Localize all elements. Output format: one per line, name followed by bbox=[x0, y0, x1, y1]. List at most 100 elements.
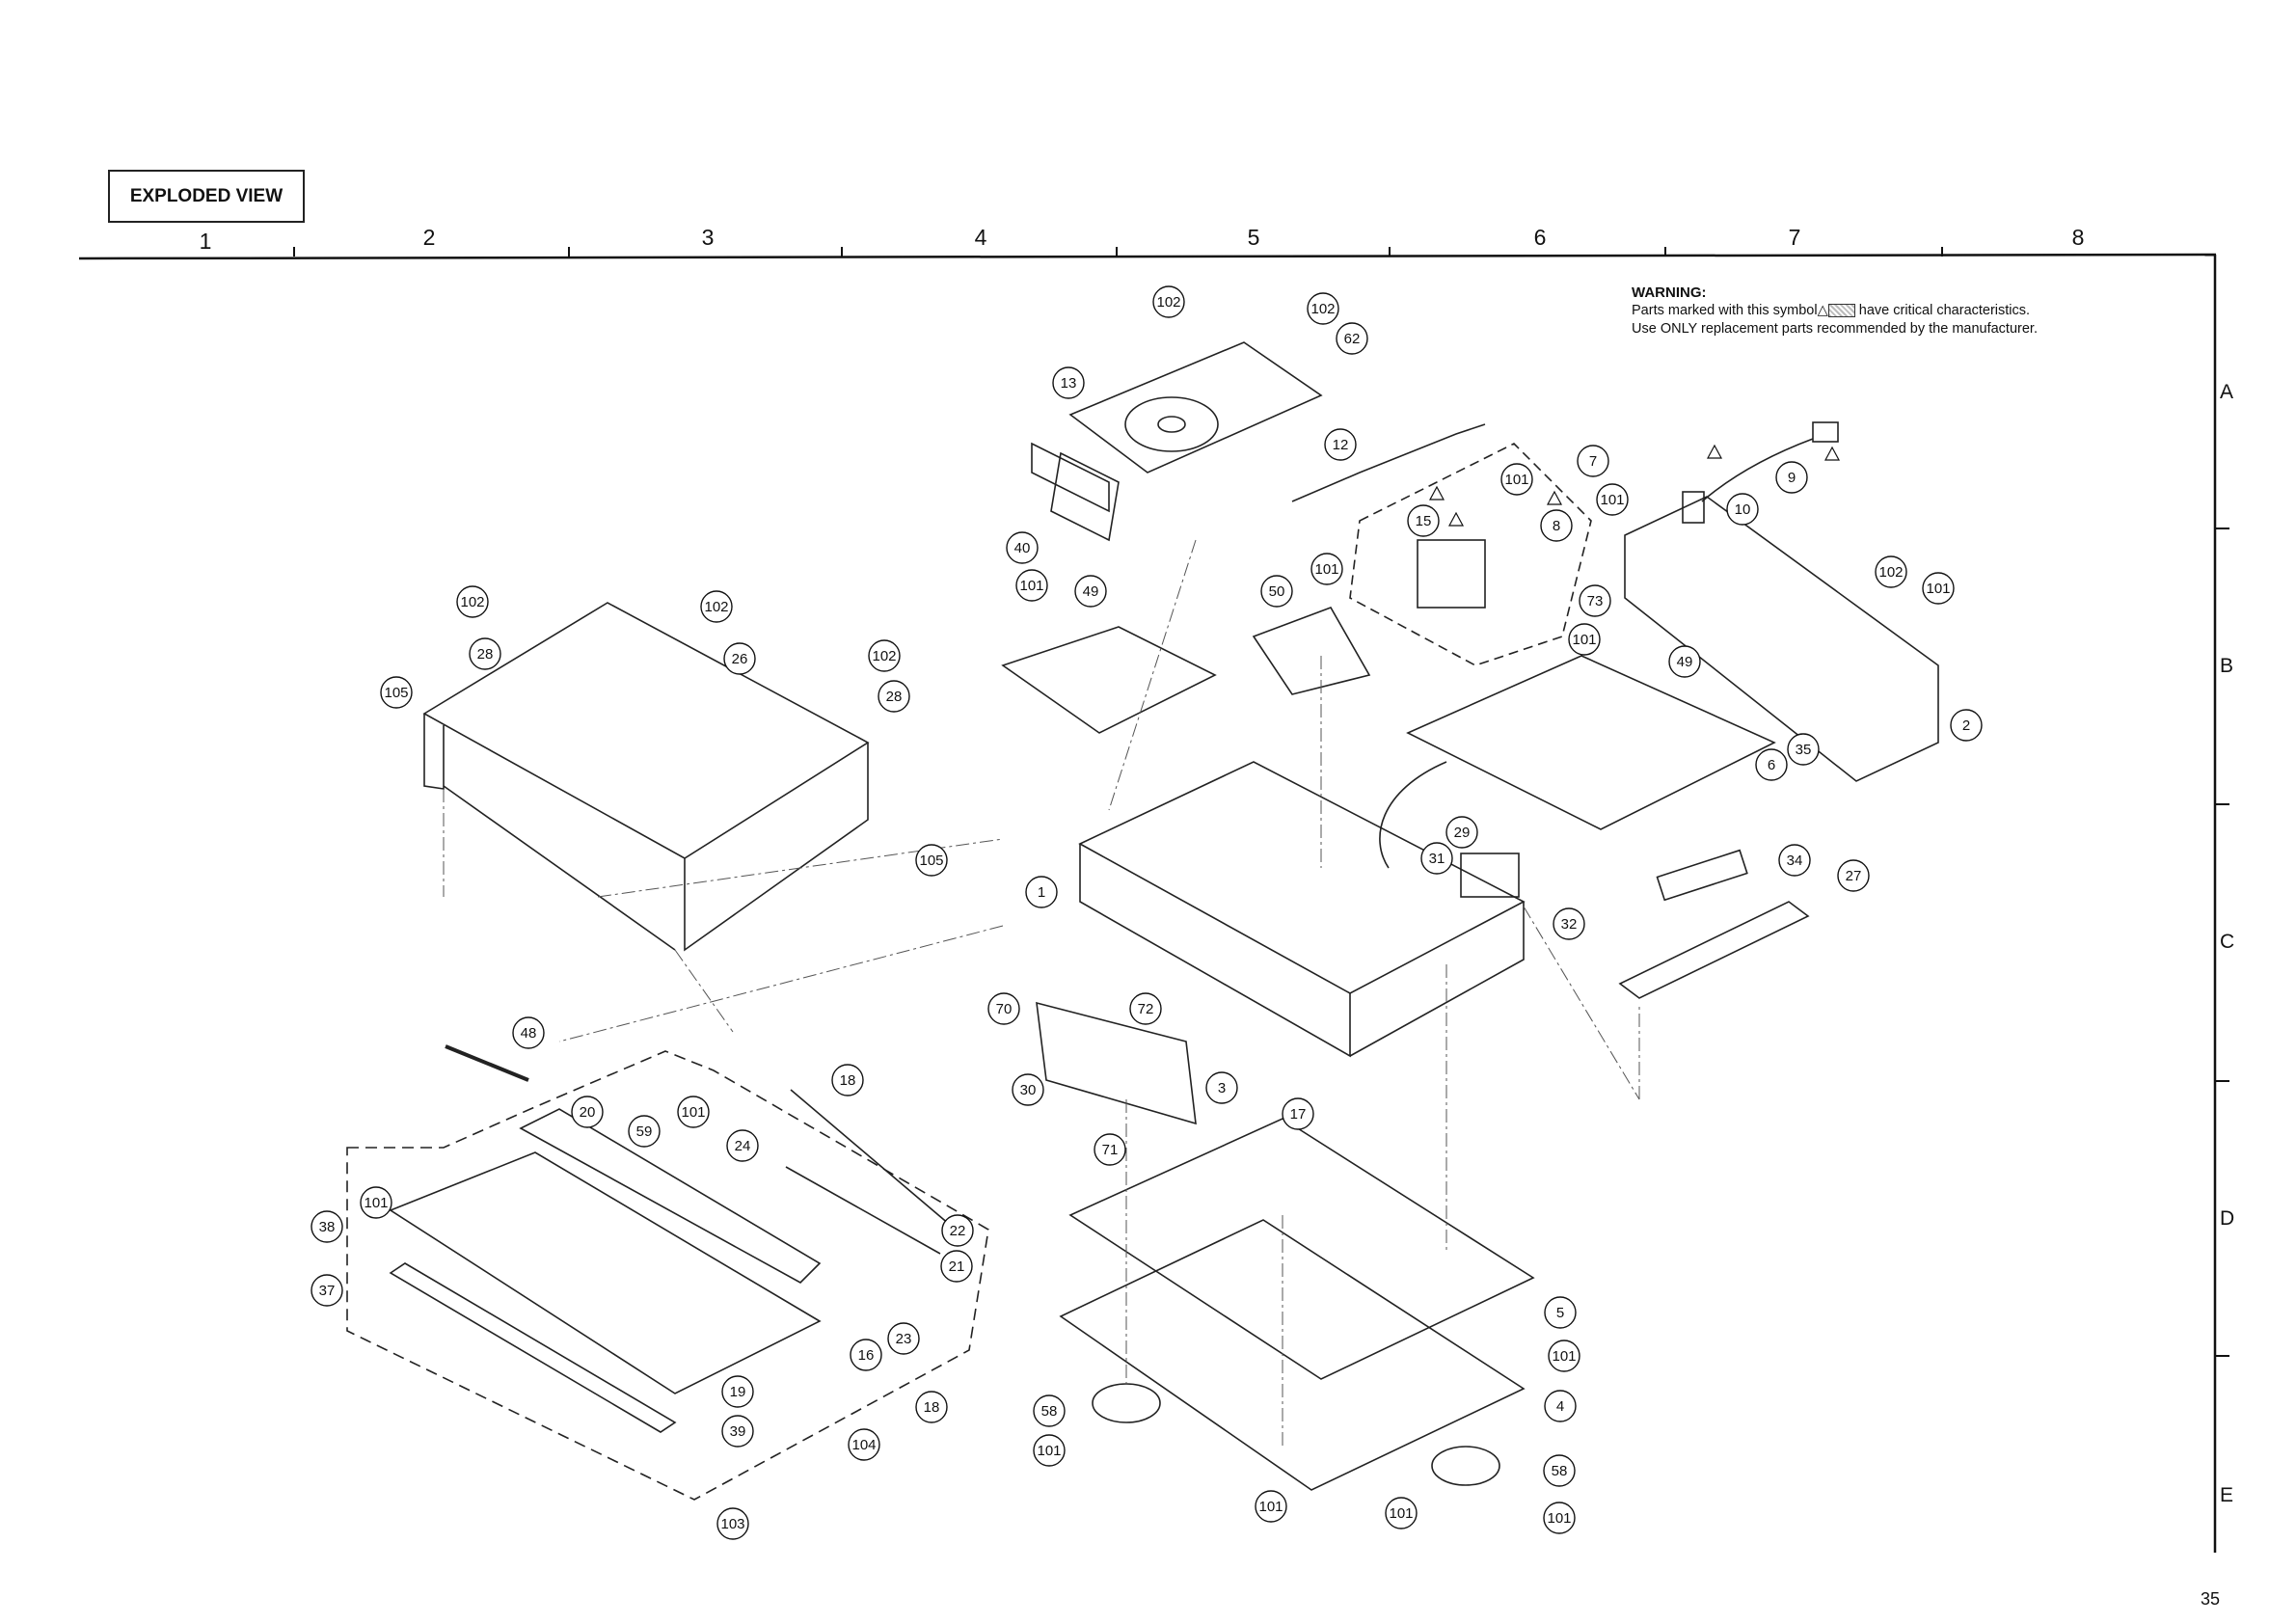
callout-label: 32 bbox=[1561, 916, 1578, 933]
callout-101: 101 bbox=[1543, 1502, 1576, 1534]
callout-18: 18 bbox=[915, 1391, 948, 1423]
callout-label: 101 bbox=[1552, 1348, 1576, 1365]
callout-101: 101 bbox=[1255, 1490, 1287, 1523]
callout-label: 101 bbox=[1037, 1443, 1061, 1459]
callout-29: 29 bbox=[1445, 816, 1478, 849]
callout-label: 26 bbox=[732, 651, 748, 667]
caution-triangle-icon bbox=[1447, 511, 1465, 527]
callout-20: 20 bbox=[571, 1096, 604, 1128]
sub-board-part bbox=[1036, 1001, 1197, 1125]
column-label: 2 bbox=[423, 225, 436, 250]
callout-40: 40 bbox=[1006, 531, 1039, 564]
callout-label: 10 bbox=[1735, 501, 1751, 518]
bracket-part bbox=[1001, 626, 1217, 734]
warning-heading: WARNING: bbox=[1632, 284, 1707, 301]
callout-label: 18 bbox=[924, 1399, 940, 1416]
callout-label: 7 bbox=[1589, 453, 1597, 470]
callout-101: 101 bbox=[1015, 569, 1048, 602]
callout-label: 104 bbox=[851, 1437, 876, 1453]
callout-1: 1 bbox=[1025, 876, 1058, 908]
callout-23: 23 bbox=[887, 1322, 920, 1355]
column-label: 1 bbox=[200, 229, 212, 254]
callout-34: 34 bbox=[1778, 844, 1811, 877]
tray-front-part bbox=[1050, 451, 1120, 542]
callout-101: 101 bbox=[677, 1096, 710, 1128]
part-drawings bbox=[346, 341, 1939, 1501]
callout-label: 34 bbox=[1787, 853, 1803, 869]
callout-8: 8 bbox=[1540, 509, 1573, 542]
callout-label: 6 bbox=[1768, 757, 1775, 773]
callout-label: 101 bbox=[1600, 492, 1624, 508]
callout-101: 101 bbox=[1385, 1497, 1418, 1529]
callout-label: 8 bbox=[1553, 518, 1560, 534]
callout-label: 101 bbox=[1572, 632, 1596, 648]
callout-label: 101 bbox=[1547, 1510, 1571, 1527]
callout-12: 12 bbox=[1324, 428, 1357, 461]
callout-7: 7 bbox=[1577, 445, 1609, 477]
page-number: 35 bbox=[2201, 1589, 2221, 1609]
callout-label: 4 bbox=[1556, 1398, 1564, 1415]
callout-label: 39 bbox=[730, 1423, 746, 1440]
callout-label: 12 bbox=[1333, 437, 1349, 453]
callout-3: 3 bbox=[1205, 1071, 1238, 1104]
warning-text-pre: Parts marked with this symbol bbox=[1632, 303, 1818, 318]
caution-triangle-icon bbox=[1823, 446, 1841, 461]
ribbon-cable-part bbox=[1379, 761, 1447, 869]
callout-49: 49 bbox=[1074, 575, 1107, 608]
label-strip-part bbox=[1656, 849, 1748, 902]
foot-part bbox=[1092, 1383, 1161, 1423]
callout-19: 19 bbox=[721, 1375, 754, 1408]
top-cover-part bbox=[422, 602, 870, 952]
callout-label: 30 bbox=[1020, 1082, 1037, 1098]
callout-label: 29 bbox=[1454, 825, 1471, 841]
flat-cable-part bbox=[1291, 423, 1486, 502]
warning-line-2: Use ONLY replacement parts recommended b… bbox=[1632, 321, 2038, 337]
callout-6: 6 bbox=[1755, 748, 1788, 781]
row-label: D bbox=[2220, 1207, 2234, 1230]
callout-label: 73 bbox=[1587, 593, 1604, 609]
power-cord-part bbox=[1682, 421, 1839, 524]
page-title: EXPLODED VIEW bbox=[108, 170, 305, 223]
callout-9: 9 bbox=[1775, 461, 1808, 494]
callout-label: 24 bbox=[735, 1138, 751, 1154]
caution-triangle-icon: △ bbox=[1817, 303, 1828, 318]
callout-label: 17 bbox=[1290, 1106, 1307, 1123]
callout-27: 27 bbox=[1837, 859, 1870, 892]
pcb-4-part bbox=[1059, 1219, 1526, 1491]
callout-103: 103 bbox=[716, 1507, 749, 1540]
button-row-part bbox=[785, 1166, 941, 1255]
callout-48: 48 bbox=[512, 1016, 545, 1049]
callout-101: 101 bbox=[1596, 483, 1629, 516]
callout-58: 58 bbox=[1033, 1394, 1066, 1427]
callout-105: 105 bbox=[380, 676, 413, 709]
callout-label: 103 bbox=[720, 1516, 744, 1532]
callout-49: 49 bbox=[1668, 645, 1701, 678]
callout-label: 101 bbox=[1389, 1505, 1413, 1522]
callout-label: 102 bbox=[1156, 294, 1180, 311]
callout-label: 105 bbox=[384, 685, 408, 701]
callout-label: 3 bbox=[1218, 1080, 1226, 1096]
callout-22: 22 bbox=[941, 1214, 974, 1247]
callout-71: 71 bbox=[1094, 1133, 1126, 1166]
callout-28: 28 bbox=[469, 637, 501, 670]
callout-32: 32 bbox=[1553, 907, 1585, 940]
callout-35: 35 bbox=[1787, 733, 1820, 766]
callout-label: 19 bbox=[730, 1384, 746, 1400]
column-label: 5 bbox=[1248, 225, 1260, 250]
callout-label: 23 bbox=[896, 1331, 912, 1347]
callout-102: 102 bbox=[868, 639, 901, 672]
callout-label: 13 bbox=[1061, 375, 1077, 392]
callout-label: 16 bbox=[858, 1347, 875, 1364]
callout-39: 39 bbox=[721, 1415, 754, 1448]
callout-28: 28 bbox=[878, 680, 910, 713]
column-label: 8 bbox=[2072, 225, 2085, 250]
callout-label: 101 bbox=[1019, 578, 1043, 594]
callout-102: 102 bbox=[456, 585, 489, 618]
callout-101: 101 bbox=[1500, 463, 1533, 496]
callout-101: 101 bbox=[1922, 572, 1955, 605]
callout-102: 102 bbox=[1307, 292, 1339, 325]
callout-16: 16 bbox=[850, 1339, 882, 1371]
callout-101: 101 bbox=[1310, 553, 1343, 585]
control-board-part bbox=[519, 1108, 822, 1284]
callout-label: 15 bbox=[1416, 513, 1432, 529]
